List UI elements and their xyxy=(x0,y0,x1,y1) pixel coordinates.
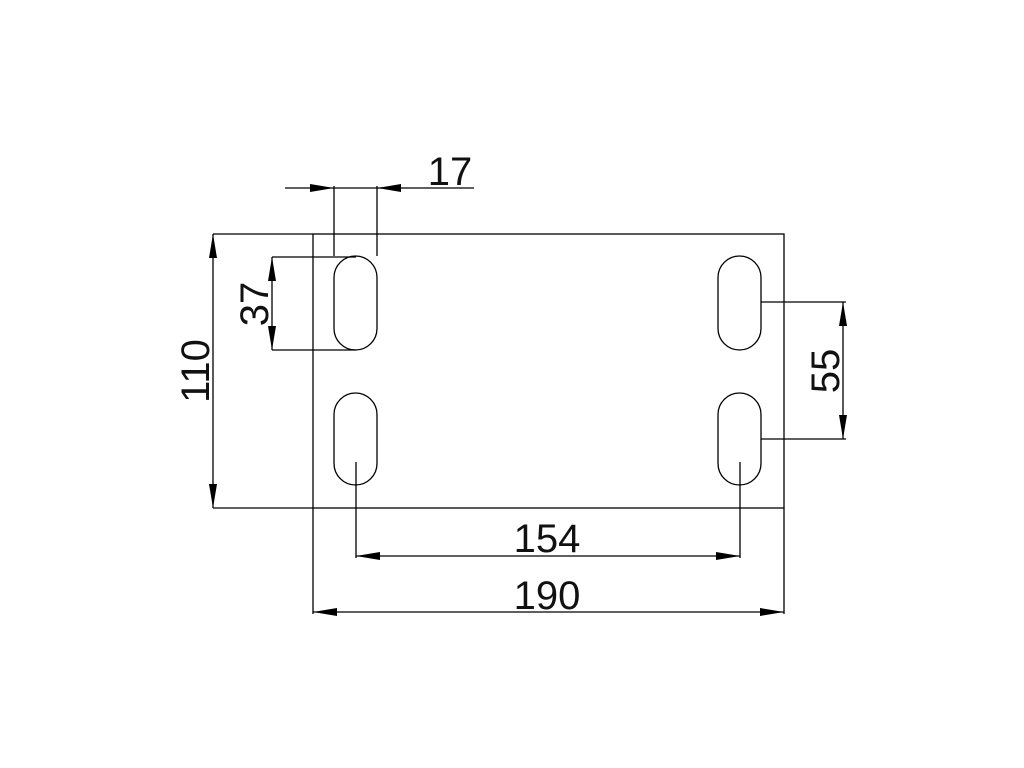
dimension-label-110: 110 xyxy=(174,339,218,403)
dimension-label-190: 190 xyxy=(514,574,581,618)
dimension-label-37: 37 xyxy=(233,282,277,327)
dimension-horizontal-spacing: 154 xyxy=(355,462,741,561)
dimension-vertical-spacing: 55 xyxy=(761,301,848,440)
dimension-overall-width: 190 xyxy=(312,508,785,618)
dimension-overall-height: 110 xyxy=(174,233,313,509)
dimension-slot-length: 37 xyxy=(233,256,356,351)
dimension-label-17: 17 xyxy=(428,150,473,194)
dimension-label-55: 55 xyxy=(804,349,848,394)
plate-outline xyxy=(312,233,785,509)
slot-top-right xyxy=(717,255,762,351)
slot-top-left xyxy=(333,255,378,351)
dimension-label-154: 154 xyxy=(514,517,581,561)
dimension-slot-width: 17 xyxy=(285,150,474,256)
